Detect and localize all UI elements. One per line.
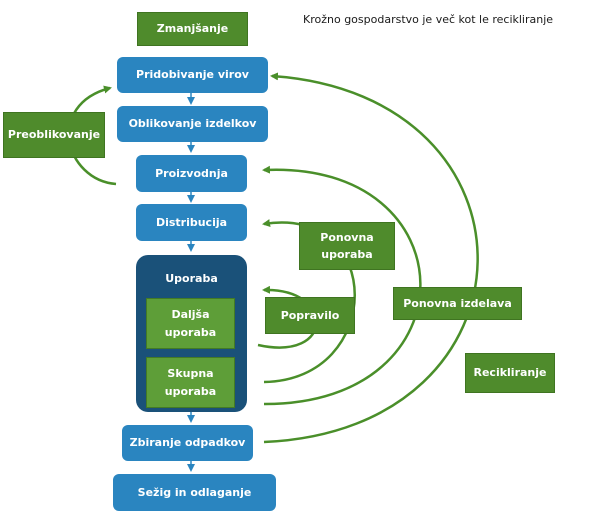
uporaba-label: Uporaba	[165, 272, 218, 285]
box-oblikovanje-izdelkov: Oblikovanje izdelkov	[117, 106, 268, 142]
box-skupna-uporaba: Skupna uporaba	[146, 357, 235, 408]
box-zmanjsanje: Zmanjšanje	[137, 12, 248, 46]
box-zbiranje-odpadkov: Zbiranje odpadkov	[122, 425, 253, 461]
box-pridobivanje-virov: Pridobivanje virov	[117, 57, 268, 93]
box-distribucija: Distribucija	[136, 204, 247, 241]
box-popravilo: Popravilo	[265, 297, 355, 334]
loop-ponovna-izdelava	[262, 165, 422, 406]
box-daljsa-uporaba: Daljša uporaba	[146, 298, 235, 349]
box-ponovna-uporaba: Ponovna uporaba	[299, 222, 395, 270]
box-sezig-in-odlaganje: Sežig in odlaganje	[113, 474, 276, 511]
box-ponovna-izdelava: Ponovna izdelava	[393, 287, 522, 320]
loop-recikliranje	[263, 72, 479, 444]
box-uporaba: Uporaba Daljša uporaba Skupna uporaba	[136, 255, 247, 412]
box-preoblikovanje: Preoblikovanje	[3, 112, 105, 158]
box-proizvodnja: Proizvodnja	[136, 155, 247, 192]
diagram-heading: Krožno gospodarstvo je več kot le recikl…	[303, 13, 554, 26]
box-recikliranje: Recikliranje	[465, 353, 555, 393]
